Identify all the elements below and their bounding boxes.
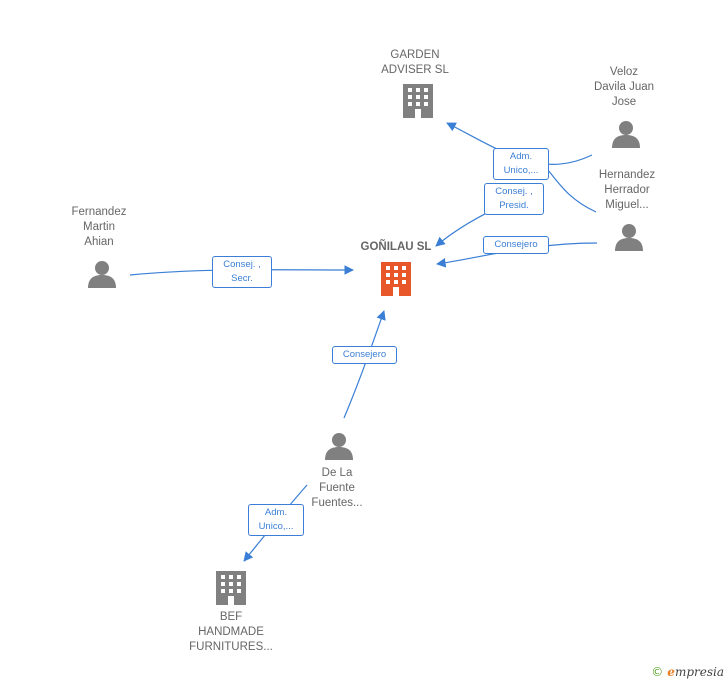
- edge-label-delafuente-center: Consejero: [332, 346, 397, 364]
- person-icon: [615, 224, 643, 251]
- company-label-center[interactable]: GOÑILAU SL: [360, 241, 432, 253]
- copyright-icon: ©: [651, 665, 664, 679]
- building-icon: [403, 84, 433, 118]
- person-label-veloz[interactable]: Veloz Davila Juan Jose: [593, 66, 655, 108]
- edge-delafuente-center: [343, 310, 386, 419]
- edge-label-veloz-garden: Adm. Unico,...: [493, 148, 549, 180]
- edge-hernandez-garden-branch: [547, 169, 597, 213]
- person-icon: [325, 433, 353, 460]
- person-label-fernandez[interactable]: Fernandez Martin Ahian: [71, 206, 127, 248]
- person-icon: [88, 261, 116, 288]
- person-icon: [612, 121, 640, 148]
- person-label-hernandez[interactable]: Hernandez Herrador Miguel...: [598, 169, 656, 211]
- person-label-delafuente[interactable]: De La Fuente Fuentes...: [311, 467, 363, 509]
- brand-initial: e: [667, 665, 675, 679]
- company-label-bef[interactable]: BEF HANDMADE FURNITURES...: [189, 611, 273, 653]
- company-label-garden[interactable]: GARDEN ADVISER SL: [381, 49, 449, 76]
- center-building-icon: [381, 262, 411, 296]
- edge-label-hernandez-consejero: Consejero: [483, 236, 549, 254]
- brand-name: mpresia: [674, 665, 724, 679]
- building-icon: [216, 571, 246, 605]
- edge-label-fernandez: Consej. , Secr.: [212, 256, 272, 288]
- brand-footer[interactable]: ©empresia: [651, 665, 724, 679]
- edge-label-hernandez-presid: Consej. , Presid.: [484, 183, 544, 215]
- edge-label-delafuente-bef: Adm. Unico,...: [248, 504, 304, 536]
